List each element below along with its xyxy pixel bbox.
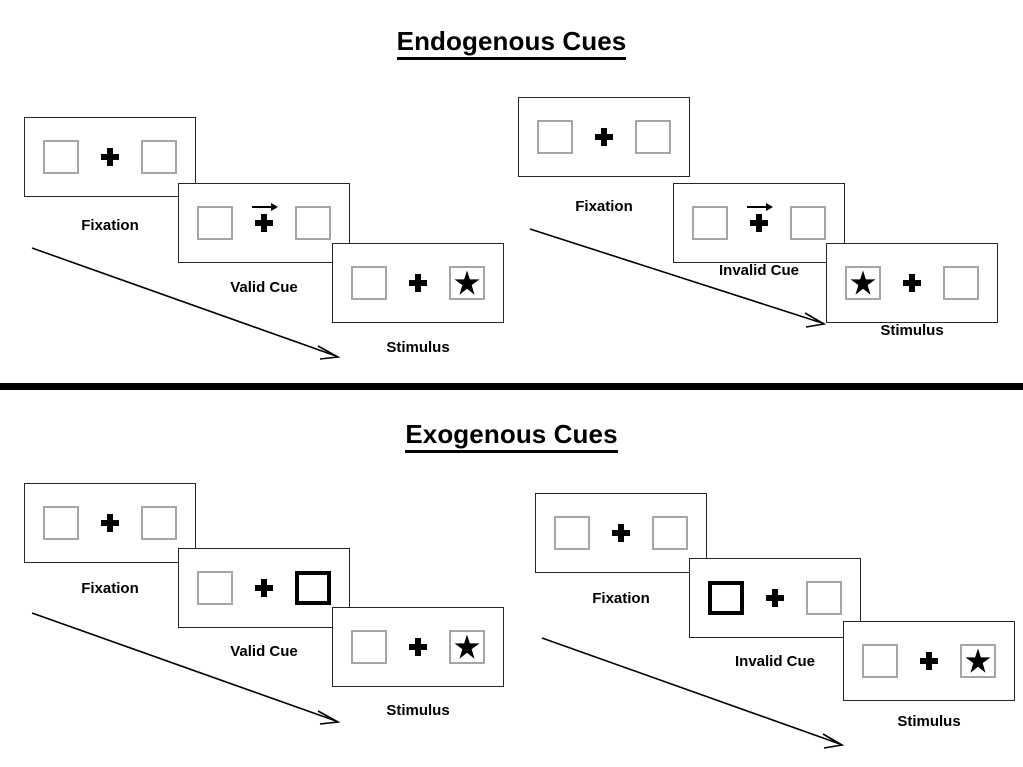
right-placeholder-box (790, 206, 826, 240)
fixation-cross-icon (101, 148, 119, 166)
caption-endogenous-valid-cue: Valid Cue (230, 279, 298, 296)
stimulus-center (914, 640, 944, 682)
caption-endogenous-invalid-stimulus: Stimulus (880, 322, 944, 339)
cue-center (249, 567, 279, 609)
section-title-endogenous: Endogenous Cues (0, 26, 1023, 60)
fixation-cross-icon (409, 274, 427, 292)
section-title-exogenous: Exogenous Cues (0, 419, 1023, 453)
section-title-exogenous-text: Exogenous Cues (405, 419, 618, 453)
fixation-cross-icon (595, 128, 613, 146)
left-placeholder-box (43, 140, 79, 174)
cue-center (249, 202, 279, 244)
fixation-cross-icon (255, 579, 273, 597)
fixation-cross-icon (750, 214, 768, 232)
left-placeholder-box (197, 206, 233, 240)
fixation-center (95, 502, 125, 544)
fixation-cross-icon (101, 514, 119, 532)
caption-exogenous-valid-fixation: Fixation (81, 580, 139, 597)
right-placeholder-box (141, 506, 177, 540)
panel-endogenous-invalid-cue (673, 183, 845, 263)
arrow-right-cue-icon (747, 202, 773, 211)
timeline-arrow-endogenous-valid (31, 247, 341, 360)
left-placeholder-box (351, 630, 387, 664)
caption-exogenous-valid-cue: Valid Cue (230, 643, 298, 660)
panel-endogenous-invalid-stimulus (826, 243, 998, 323)
fixation-cross-icon (920, 652, 938, 670)
right-placeholder-box (141, 140, 177, 174)
right-target-box (449, 630, 485, 664)
right-placeholder-box (635, 120, 671, 154)
fixation-center (95, 136, 125, 178)
right-placeholder-box (652, 516, 688, 550)
caption-exogenous-valid-stimulus: Stimulus (386, 702, 450, 719)
panel-exogenous-valid-fixation (24, 483, 196, 563)
star-target-icon (454, 270, 480, 295)
left-placeholder-box (862, 644, 898, 678)
panel-endogenous-valid-cue (178, 183, 350, 263)
panel-exogenous-invalid-stimulus (843, 621, 1015, 701)
caption-exogenous-invalid-cue: Invalid Cue (734, 653, 816, 670)
cue-center (744, 202, 774, 244)
fixation-center (606, 512, 636, 554)
fixation-cross-icon (409, 638, 427, 656)
caption-endogenous-invalid-fixation: Fixation (575, 198, 633, 215)
timeline-arrow-exogenous-invalid (541, 637, 845, 749)
panel-endogenous-valid-stimulus (332, 243, 504, 323)
caption-endogenous-valid-fixation: Fixation (81, 217, 139, 234)
fixation-cross-icon (255, 214, 273, 232)
panel-exogenous-invalid-fixation (535, 493, 707, 573)
right-placeholder-box (806, 581, 842, 615)
panel-exogenous-invalid-cue (689, 558, 861, 638)
star-target-icon (454, 634, 480, 659)
fixation-center (589, 116, 619, 158)
left-cued-box (708, 581, 744, 615)
left-placeholder-box (197, 571, 233, 605)
left-placeholder-box (351, 266, 387, 300)
caption-endogenous-valid-stimulus: Stimulus (386, 339, 450, 356)
timeline-arrow-exogenous-valid (31, 612, 341, 725)
cue-center (760, 577, 790, 619)
fixation-cross-icon (612, 524, 630, 542)
panel-exogenous-valid-stimulus (332, 607, 504, 687)
panel-endogenous-invalid-fixation (518, 97, 690, 177)
right-target-box (449, 266, 485, 300)
left-placeholder-box (554, 516, 590, 550)
stimulus-center (403, 626, 433, 668)
stimulus-center (403, 262, 433, 304)
panel-endogenous-valid-fixation (24, 117, 196, 197)
fixation-cross-icon (903, 274, 921, 292)
right-placeholder-box (943, 266, 979, 300)
section-divider (0, 383, 1023, 390)
right-cued-box (295, 571, 331, 605)
stimulus-center (897, 262, 927, 304)
right-placeholder-box (295, 206, 331, 240)
right-target-box (960, 644, 996, 678)
star-target-icon (850, 270, 876, 295)
panel-exogenous-valid-cue (178, 548, 350, 628)
left-placeholder-box (43, 506, 79, 540)
left-target-box (845, 266, 881, 300)
caption-endogenous-invalid-cue: Invalid Cue (718, 262, 800, 279)
section-title-endogenous-text: Endogenous Cues (396, 26, 627, 60)
left-placeholder-box (537, 120, 573, 154)
arrow-right-cue-icon (252, 202, 278, 211)
fixation-cross-icon (766, 589, 784, 607)
caption-exogenous-invalid-fixation: Fixation (592, 590, 650, 607)
caption-exogenous-invalid-stimulus: Stimulus (897, 713, 961, 730)
timeline-arrow-endogenous-invalid (529, 228, 827, 328)
star-target-icon (965, 648, 991, 673)
left-placeholder-box (692, 206, 728, 240)
